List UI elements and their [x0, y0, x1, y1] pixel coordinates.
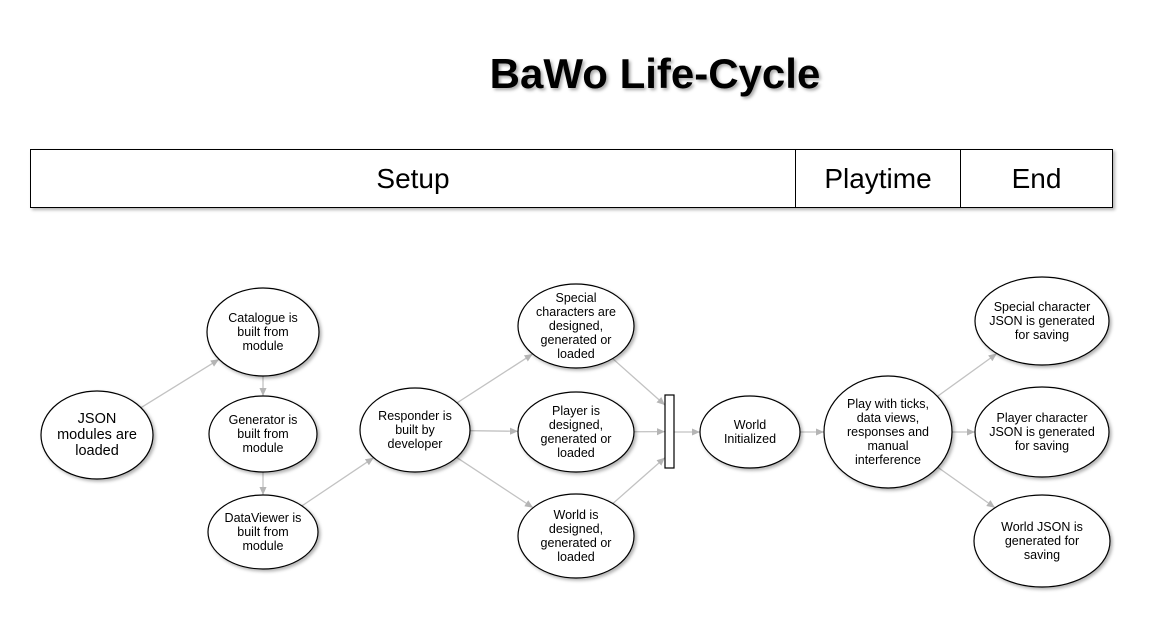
phase-bar: Setup Playtime End [30, 149, 1113, 208]
node-dataviewer [207, 494, 319, 570]
sync-bar [664, 394, 675, 469]
phase-playtime: Playtime [795, 150, 960, 207]
node-world-json [973, 494, 1111, 588]
diagram-title: BaWo Life-Cycle [489, 50, 821, 97]
phase-setup: Setup [376, 162, 450, 194]
edge-json-modules-to-catalogue [140, 358, 220, 409]
edge-responder-to-player [469, 427, 519, 435]
node-generator [208, 395, 318, 473]
edge-play-to-special-json [937, 352, 998, 397]
node-special-json [974, 276, 1110, 366]
edge-world-to-sync-bar [612, 457, 666, 505]
edge-responder-to-world [456, 456, 534, 509]
node-special-chars [517, 283, 635, 369]
edge-dataviewer-to-responder [301, 457, 375, 507]
node-catalogue [206, 287, 320, 377]
edge-responder-to-special-chars [456, 353, 534, 404]
node-world-init [699, 395, 801, 469]
node-play [823, 375, 953, 489]
node-player-json [974, 386, 1110, 478]
edge-play-to-world-json [937, 466, 996, 509]
node-player [517, 391, 635, 473]
edge-special-chars-to-sync-bar [612, 358, 666, 406]
node-responder [359, 387, 471, 473]
node-world [517, 493, 635, 579]
phase-end: End [960, 150, 1112, 207]
node-json-modules [40, 390, 154, 480]
